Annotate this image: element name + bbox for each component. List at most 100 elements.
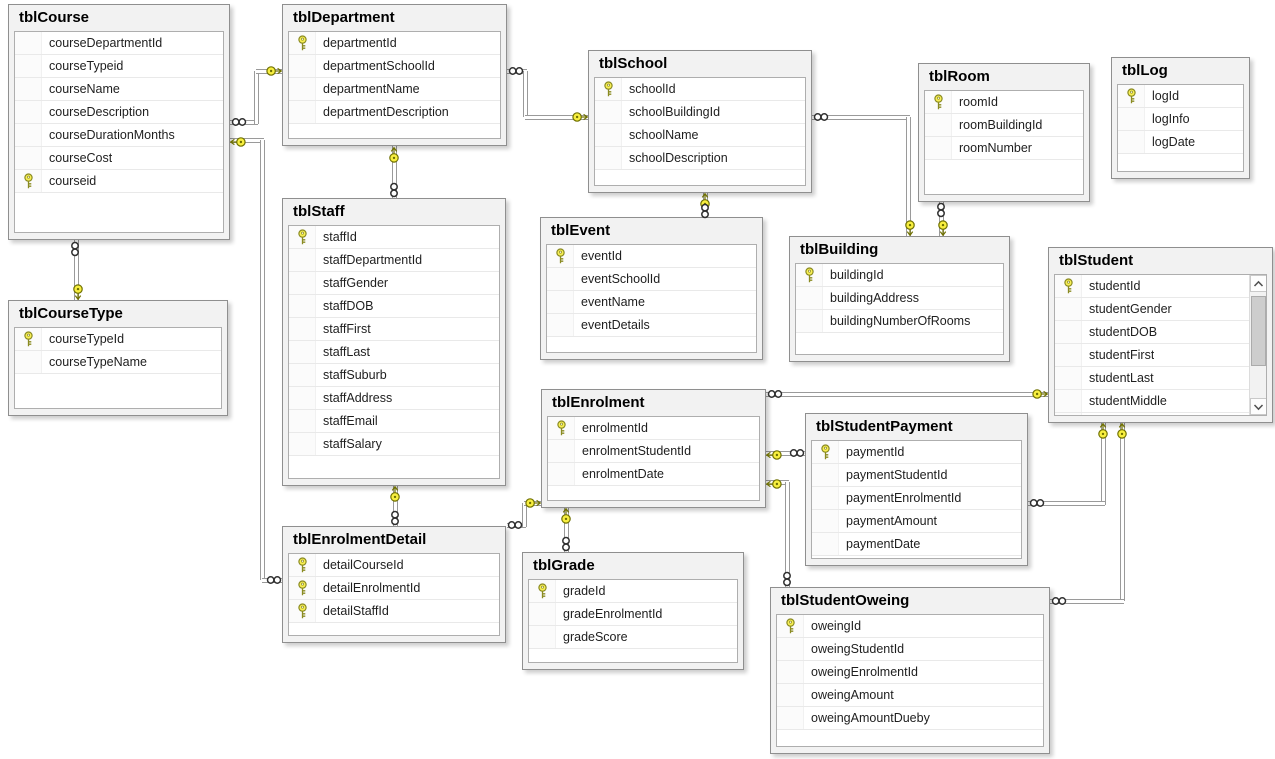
column-row[interactable]: logInfo	[1118, 108, 1243, 131]
column-row[interactable]: eventName	[547, 291, 756, 314]
relationship-line-tblStaff-tblDepartment[interactable]	[392, 146, 397, 198]
column-row[interactable]: enrolmentStudentId	[548, 440, 759, 463]
column-row[interactable]: staffId	[289, 226, 499, 249]
relationship-line-tblStudentPayment-tblEnrolment[interactable]	[766, 451, 805, 456]
column-row[interactable]: studentFirst	[1055, 344, 1249, 367]
column-row[interactable]: oweingStudentId	[777, 638, 1043, 661]
column-row[interactable]: schoolDescription	[595, 147, 805, 170]
relationship-line-tblEnrolment-tblStudent[interactable]	[766, 392, 1048, 397]
column-row[interactable]: logDate	[1118, 131, 1243, 154]
column-row[interactable]: courseName	[15, 78, 223, 101]
column-row[interactable]: studentGender	[1055, 298, 1249, 321]
column-row-clipped[interactable]	[1055, 413, 1249, 415]
column-row[interactable]: staffEmail	[289, 410, 499, 433]
column-row[interactable]: schoolName	[595, 124, 805, 147]
relationship-line-tblSchool-tblBuilding[interactable]	[906, 117, 911, 236]
table-title[interactable]: tblCourseType	[19, 305, 123, 322]
column-row[interactable]: enrolmentDate	[548, 463, 759, 486]
table-title[interactable]: tblStudentPayment	[816, 418, 953, 435]
table-title[interactable]: tblStaff	[293, 203, 345, 220]
table-title[interactable]: tblStudent	[1059, 252, 1134, 269]
column-row[interactable]: eventDetails	[547, 314, 756, 337]
relationship-line-tblStudentOweing-tblStudent[interactable]	[1050, 599, 1124, 604]
column-row[interactable]: departmentId	[289, 32, 500, 55]
column-row[interactable]: staffAddress	[289, 387, 499, 410]
column-row[interactable]: courseTypeId	[15, 328, 221, 351]
relationship-line-tblDepartment-tblSchool[interactable]	[525, 115, 588, 120]
table-title[interactable]: tblLog	[1122, 62, 1168, 79]
column-row[interactable]: staffLast	[289, 341, 499, 364]
table-title[interactable]: tblGrade	[533, 557, 595, 574]
column-row[interactable]: courseCost	[15, 147, 223, 170]
column-row[interactable]: studentMiddle	[1055, 390, 1249, 413]
column-row[interactable]: eventId	[547, 245, 756, 268]
column-row[interactable]: studentLast	[1055, 367, 1249, 390]
relationship-line-tblStudentPayment-tblStudent[interactable]	[1101, 423, 1106, 505]
table-title[interactable]: tblSchool	[599, 55, 668, 72]
column-row[interactable]: courseid	[15, 170, 223, 193]
column-row[interactable]: roomBuildingId	[925, 114, 1083, 137]
column-row[interactable]: paymentId	[812, 441, 1021, 464]
column-row[interactable]: oweingAmountDueby	[777, 707, 1043, 730]
relationship-line-tblStudentPayment-tblStudent[interactable]	[1028, 501, 1105, 506]
column-row[interactable]: departmentDescription	[289, 101, 500, 124]
column-row[interactable]: staffSuburb	[289, 364, 499, 387]
column-row[interactable]: studentId	[1055, 275, 1249, 298]
relationship-line-tblEnrolmentDetail-tblCourse[interactable]	[260, 140, 265, 580]
vertical-scrollbar[interactable]	[1249, 275, 1266, 415]
table-title[interactable]: tblEnrolmentDetail	[293, 531, 427, 548]
relationship-line-tblEnrolmentDetail-tblCourse[interactable]	[230, 138, 264, 143]
table-title[interactable]: tblEvent	[551, 222, 611, 239]
relationship-line-tblStudentOweing-tblEnrolment[interactable]	[785, 482, 790, 587]
relationship-line-tblSchool-tblBuilding[interactable]	[812, 115, 910, 120]
column-row[interactable]: paymentStudentId	[812, 464, 1021, 487]
scroll-thumb[interactable]	[1251, 296, 1266, 366]
relationship-line-tblGrade-tblEnrolment[interactable]	[564, 508, 569, 552]
column-row[interactable]: departmentName	[289, 78, 500, 101]
column-row[interactable]: paymentAmount	[812, 510, 1021, 533]
column-row[interactable]: buildingNumberOfRooms	[796, 310, 1003, 333]
column-row[interactable]: gradeEnrolmentId	[529, 603, 737, 626]
column-row[interactable]: buildingAddress	[796, 287, 1003, 310]
column-row[interactable]: oweingAmount	[777, 684, 1043, 707]
column-row[interactable]: roomId	[925, 91, 1083, 114]
column-row[interactable]: paymentDate	[812, 533, 1021, 556]
relationship-line-tblDepartment-tblSchool[interactable]	[523, 71, 528, 117]
relationship-line-tblCourse-tblDepartment[interactable]	[254, 71, 259, 124]
column-row[interactable]: schoolId	[595, 78, 805, 101]
column-row[interactable]: staffDOB	[289, 295, 499, 318]
column-row[interactable]: staffFirst	[289, 318, 499, 341]
relationship-line-tblStudentOweing-tblStudent[interactable]	[1120, 423, 1125, 601]
table-title[interactable]: tblStudentOweing	[781, 592, 910, 609]
table-title[interactable]: tblDepartment	[293, 9, 395, 26]
column-row[interactable]: detailEnrolmentId	[289, 577, 499, 600]
column-row[interactable]: schoolBuildingId	[595, 101, 805, 124]
column-row[interactable]: courseDurationMonths	[15, 124, 223, 147]
relationship-line-tblEnrolmentDetail-tblEnrolment[interactable]	[522, 503, 527, 527]
column-row[interactable]: oweingEnrolmentId	[777, 661, 1043, 684]
relationship-line-tblRoom-tblBuilding[interactable]	[939, 202, 944, 236]
scroll-down-button[interactable]	[1250, 398, 1266, 415]
column-row[interactable]: roomNumber	[925, 137, 1083, 160]
column-row[interactable]: staffSalary	[289, 433, 499, 456]
column-row[interactable]: enrolmentId	[548, 417, 759, 440]
column-row[interactable]: buildingId	[796, 264, 1003, 287]
column-row[interactable]: courseDepartmentId	[15, 32, 223, 55]
column-row[interactable]: detailCourseId	[289, 554, 499, 577]
column-row[interactable]: gradeScore	[529, 626, 737, 649]
column-row[interactable]: staffDepartmentId	[289, 249, 499, 272]
column-row[interactable]: oweingId	[777, 615, 1043, 638]
